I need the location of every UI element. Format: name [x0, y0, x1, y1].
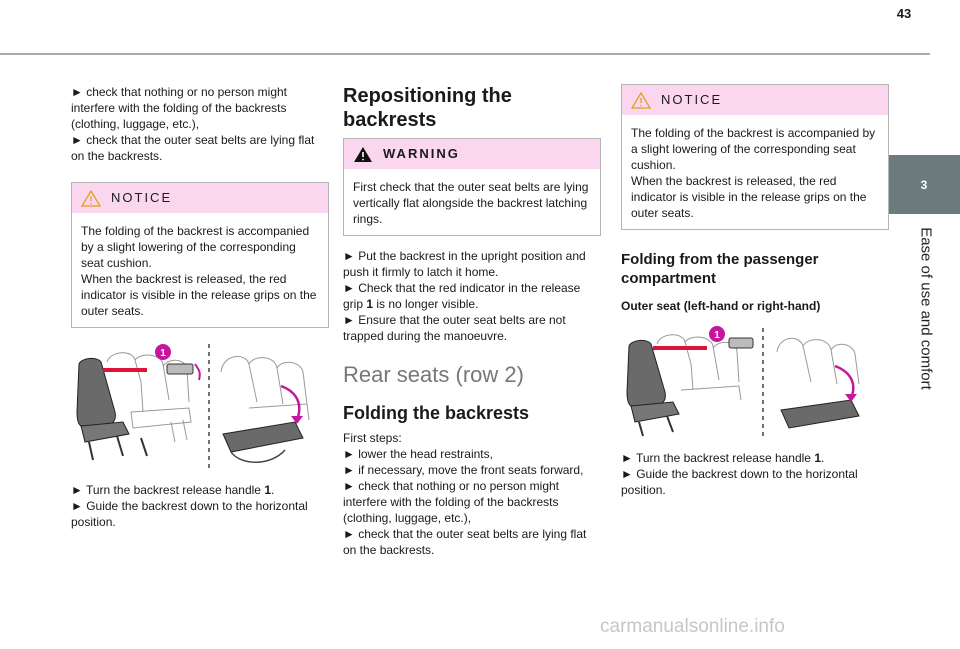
column-3: NOTICE The folding of the backrest is ac… — [621, 84, 889, 498]
sub-heading: Folding from the passenger compartment — [621, 251, 819, 287]
callout-number: 1 — [160, 348, 166, 359]
column-1: ► check that nothing or no person might … — [71, 84, 329, 530]
notice-triangle-icon — [631, 91, 651, 109]
notice-header: NOTICE — [622, 85, 888, 115]
bullet-text: ► lower the head restraints, — [343, 447, 493, 461]
step-text: ► Guide the backrest down to the horizon… — [71, 499, 308, 529]
step-text: ► Turn the backrest release handle 1. — [71, 483, 275, 497]
warning-triangle-icon — [354, 146, 372, 162]
notice-label: NOTICE — [661, 92, 723, 107]
warning-text: First check that the outer seat belts ar… — [353, 180, 589, 226]
bullet-text: ► if necessary, move the front seats for… — [343, 463, 584, 477]
warning-box: WARNING First check that the outer seat … — [343, 138, 601, 236]
notice-triangle-icon — [81, 189, 101, 207]
step-text: ► Ensure that the outer seat belts are n… — [343, 313, 566, 343]
notice-text: When the backrest is released, the red i… — [631, 174, 867, 220]
section-heading: Repositioning the backrests — [343, 85, 512, 131]
chapter-side-title-text: Ease of use and comfort — [917, 227, 935, 390]
minor-heading: Outer seat (left-hand or right-hand) — [621, 299, 821, 313]
notice-header: NOTICE — [72, 183, 328, 213]
notice-box: NOTICE The folding of the backrest is ac… — [71, 182, 329, 328]
header-rule — [0, 53, 930, 55]
sub-heading: Folding the backrests — [343, 403, 530, 423]
bullet-text: ► check that the outer seat belts are ly… — [343, 527, 587, 557]
bullet-text: ► check that nothing or no person might … — [71, 85, 287, 131]
chapter-heading: Rear seats (row 2) — [343, 362, 524, 387]
warning-header: WARNING — [344, 139, 600, 169]
notice-text: The folding of the backrest is accompani… — [631, 126, 876, 172]
notice-box: NOTICE The folding of the backrest is ac… — [621, 84, 889, 230]
callout-number: 1 — [714, 330, 720, 341]
step-text: ► Check that the red indicator in the re… — [343, 281, 581, 311]
notice-text: When the backrest is released, the red i… — [81, 272, 317, 318]
illustration-fold-from-compartment: 1 — [621, 326, 889, 438]
first-steps-label: First steps: — [343, 431, 402, 445]
step-text: ► Put the backrest in the upright positi… — [343, 249, 586, 279]
page-number: 43 — [896, 6, 912, 21]
warning-label: WARNING — [383, 146, 460, 161]
column-2: Repositioning the backrests WARNING Firs… — [343, 84, 601, 558]
step-text: ► Guide the backrest down to the horizon… — [621, 467, 858, 497]
illustration-fold-backrest: 1 — [71, 342, 329, 470]
chapter-tab[interactable]: 3 — [888, 155, 960, 214]
bullet-text: ► check that the outer seat belts are ly… — [71, 133, 315, 163]
watermark: carmanualsonline.info — [600, 616, 785, 637]
notice-text: The folding of the backrest is accompani… — [81, 224, 310, 270]
bullet-text: ► check that nothing or no person might … — [343, 479, 559, 525]
step-text: ► Turn the backrest release handle 1. — [621, 451, 825, 465]
notice-label: NOTICE — [111, 190, 173, 205]
